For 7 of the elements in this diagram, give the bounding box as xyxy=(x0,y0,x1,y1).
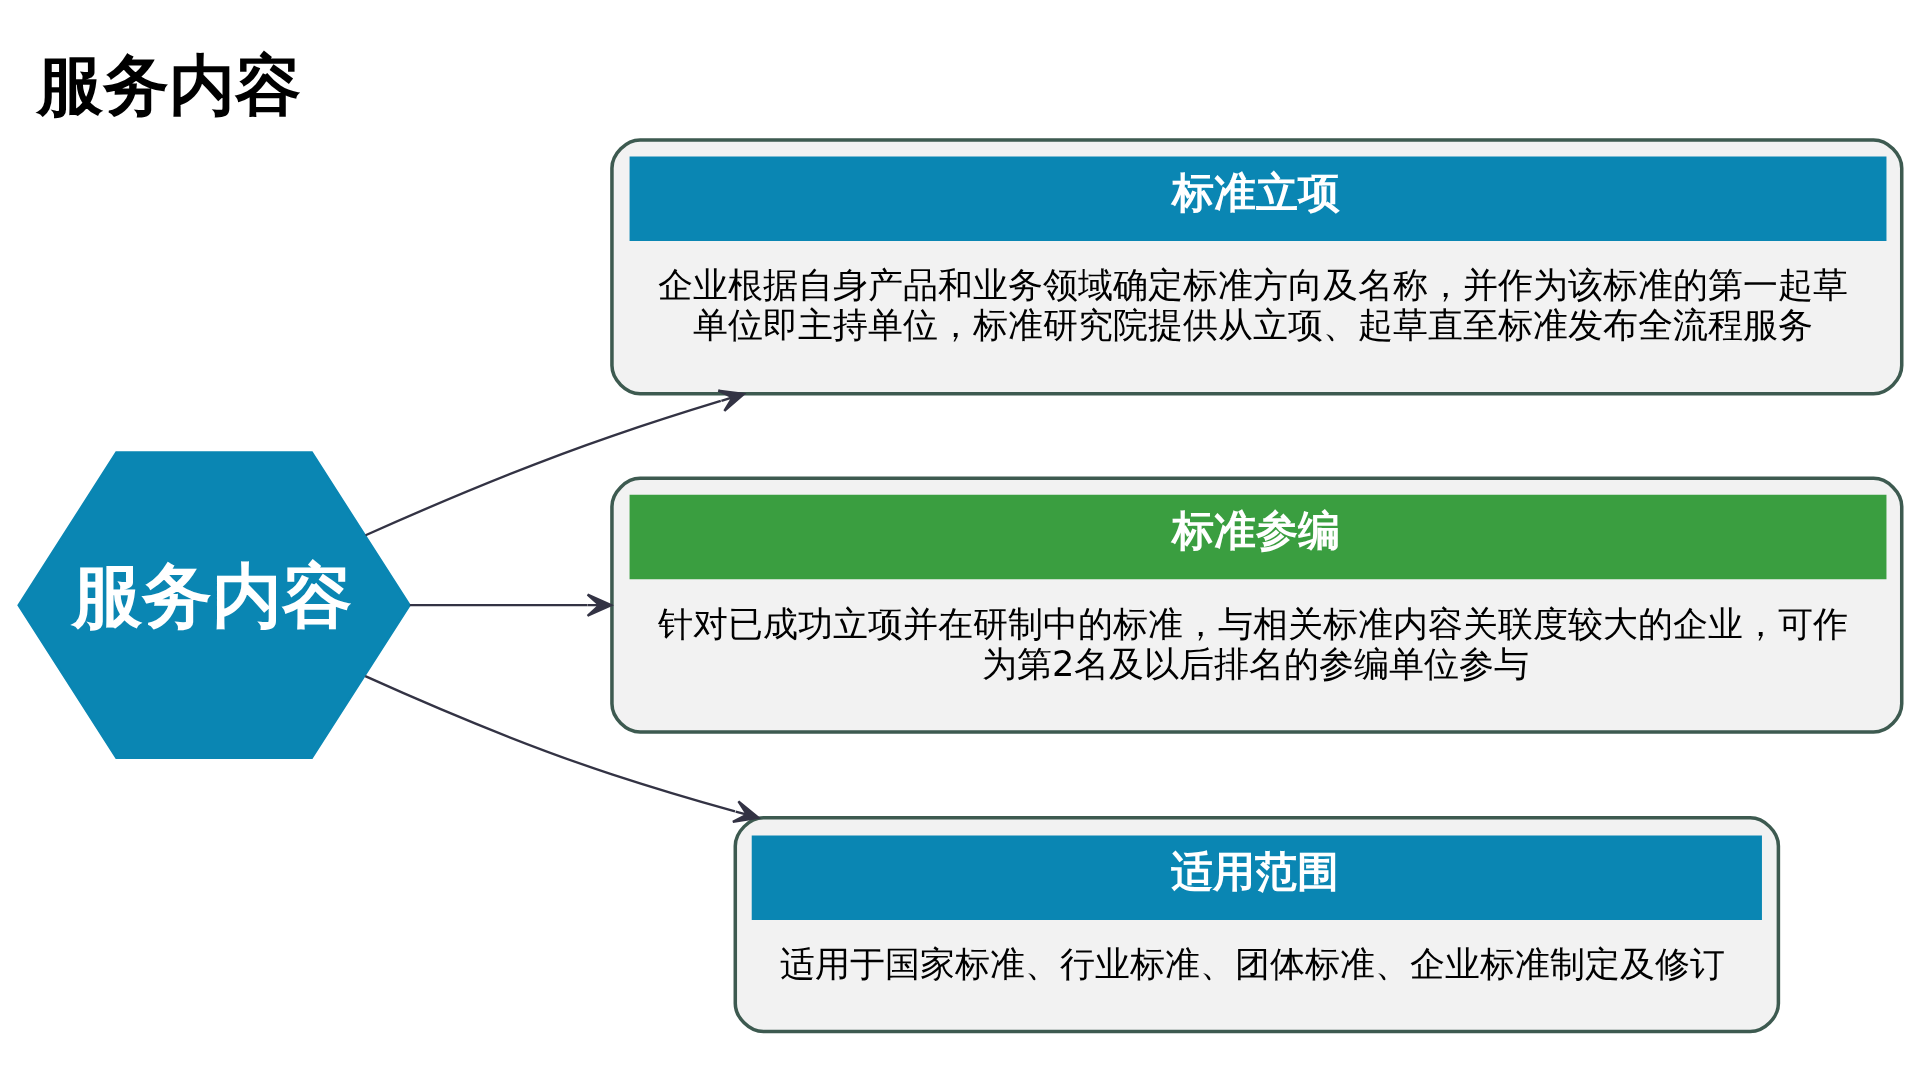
arrow xyxy=(364,675,760,823)
node-box: 标准参编 针对已成功立项并在研制中的标准，与相关标准内容关联度较大的企业，可作为第2名及以后排名的参编单位参与 xyxy=(610,476,1904,734)
node-box: 标准立项 企业根据自身产品和业务领域确定标准方向及名称，并作为该标准的第一起草单位即主持单位，标准研究院提供从立项、起草直至标准发布全流程服务 xyxy=(610,138,1904,396)
node-box: 适用范围 适用于国家标准、行业标准、团体标准、企业标准制定及修订 xyxy=(733,816,1781,1034)
arrow xyxy=(365,389,746,537)
diagram-title: 服务内容 xyxy=(37,47,302,125)
arrow xyxy=(409,593,613,617)
